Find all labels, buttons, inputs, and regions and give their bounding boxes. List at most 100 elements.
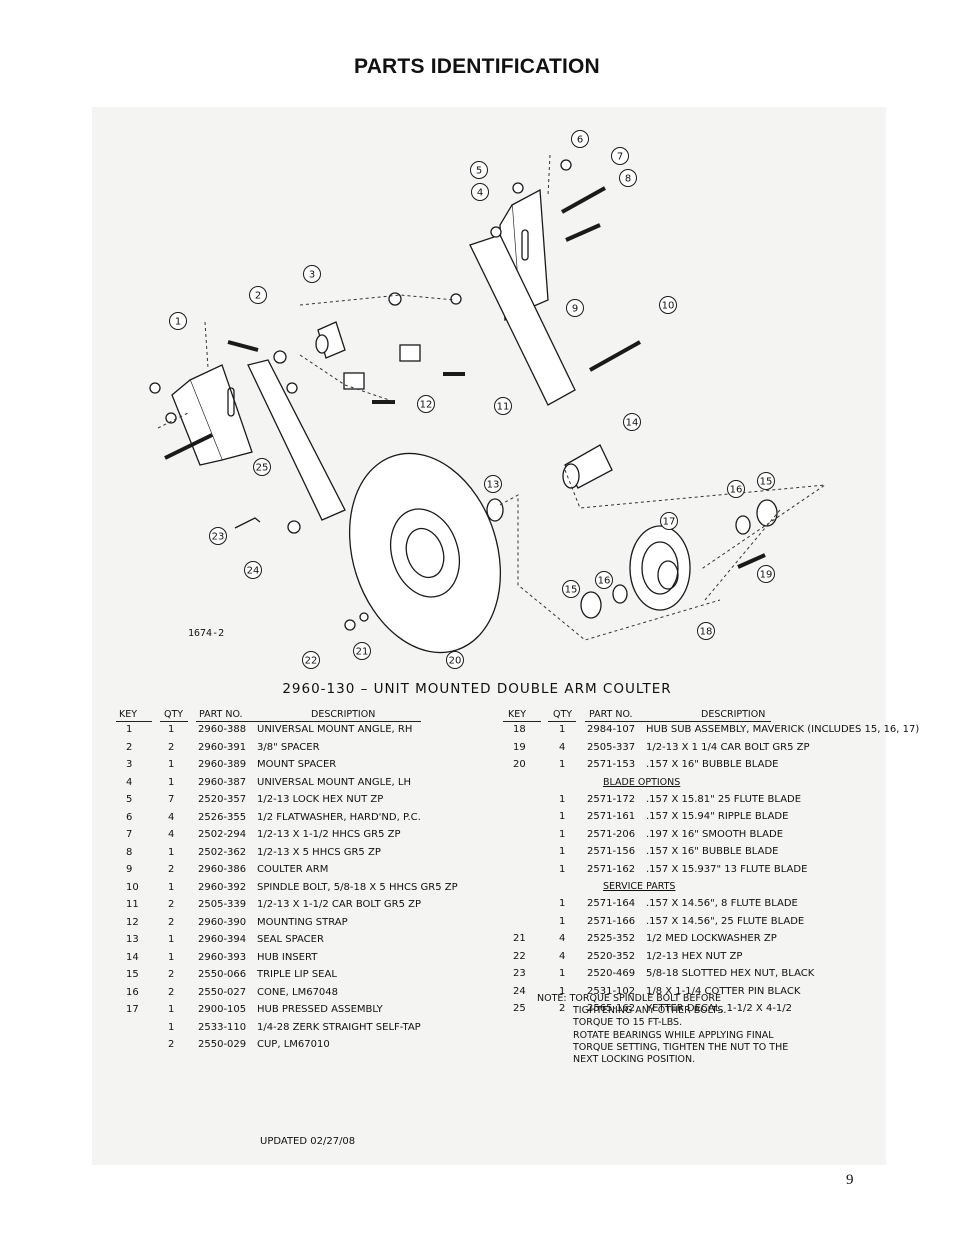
part-qty: 1 [168, 1021, 175, 1033]
part-key: 19 [513, 741, 526, 753]
callout-number: 5 [476, 166, 482, 177]
part-qty: 2 [168, 899, 175, 910]
part-description: 1/2-13 X 1-1/2 CAR BOLT GR5 ZP [257, 899, 421, 910]
part-description: 1/2-13 HEX NUT ZP [646, 950, 743, 962]
part-description: SPINDLE BOLT, 5/8-18 X 5 HHCS GR5 ZP [257, 881, 458, 893]
callout-number: 12 [420, 400, 433, 411]
part-description: 1/4-28 ZERK STRAIGHT SELF-TAP [257, 1021, 421, 1033]
part-qty: 1 [559, 828, 566, 840]
part-qty: 4 [559, 741, 566, 753]
part-number: 2960-389 [198, 759, 247, 770]
part-qty: 4 [559, 950, 566, 962]
part-number: 2571-162 [587, 863, 636, 875]
part-qty: 1 [168, 881, 175, 893]
callout-balloon [249, 286, 267, 304]
part-number: 2960-392 [198, 881, 247, 893]
part-number: 2520-357 [198, 794, 247, 805]
callout-number: 17 [663, 517, 676, 528]
updated-date: UPDATED 02/27/08 [260, 1136, 356, 1147]
part-number: 2550-029 [198, 1039, 247, 1050]
part-description: CONE, LM67048 [257, 986, 339, 998]
part-description: .157 X 16" BUBBLE BLADE [646, 846, 779, 857]
part-number: 2960-387 [198, 776, 247, 788]
callout-balloon [303, 265, 321, 283]
part-description: 1/2 MED LOCKWASHER ZP [646, 933, 777, 944]
header-qty: QTY [164, 709, 184, 720]
part-qty: 1 [559, 863, 566, 875]
part-number: 2550-066 [198, 969, 247, 980]
part-key: 22 [513, 950, 526, 962]
part-description: .157 X 16" BUBBLE BLADE [646, 759, 779, 770]
part-number: 2531-102 [587, 985, 636, 997]
part-qty: 2 [168, 864, 175, 875]
part-number: 2526-355 [198, 811, 247, 823]
part-description: 1/2-13 X 5 HHCS GR5 ZP [257, 846, 381, 858]
callout-number: 21 [356, 647, 369, 658]
part-key: 6 [126, 811, 133, 823]
part-qty: 1 [559, 968, 566, 979]
part-description: .157 X 15.94" RIPPLE BLADE [646, 811, 789, 822]
part-description: .157 X 15.81" 25 FLUTE BLADE [646, 793, 802, 805]
callout-balloon [566, 299, 584, 317]
callout-balloon [660, 512, 678, 530]
part-number: 2505-339 [198, 899, 247, 910]
callout-balloon [244, 561, 262, 579]
header-qty: QTY [553, 709, 573, 720]
part-number: 2520-352 [587, 950, 636, 962]
part-qty: 2 [168, 986, 175, 998]
callout-number: 6 [577, 135, 583, 146]
part-qty: 1 [559, 811, 566, 822]
part-qty: 7 [168, 794, 175, 805]
part-number: 2550-027 [198, 986, 247, 998]
part-number: 2520-469 [587, 968, 636, 979]
note-line: NOTE: TORQUE SPINDLE BOLT BEFORE [537, 993, 721, 1004]
part-number: 2571-206 [587, 828, 636, 840]
callout-number: 25 [256, 463, 269, 474]
part-number: 2571-172 [587, 793, 636, 805]
part-key: 13 [126, 934, 139, 945]
section-label: SERVICE PARTS [603, 881, 676, 892]
callout-number: 8 [625, 174, 631, 185]
part-qty: 1 [168, 776, 175, 788]
part-number: 2571-161 [587, 811, 636, 822]
callout-number: 18 [700, 627, 713, 638]
part-key: 23 [513, 968, 526, 979]
callout-balloon [757, 565, 775, 583]
part-key: 20 [513, 759, 526, 770]
callout-number: 15 [565, 585, 578, 596]
callout-number: 22 [305, 656, 318, 667]
part-qty: 1 [559, 724, 566, 735]
figure-code: 1674-2 [188, 628, 225, 639]
part-description: SEAL SPACER [257, 934, 324, 945]
callout-balloon [302, 651, 320, 669]
header-desc: DESCRIPTION [311, 709, 376, 720]
part-number: 2960-391 [198, 741, 247, 753]
callout-number: 19 [760, 570, 773, 581]
part-description: 5/8-18 SLOTTED HEX NUT, BLACK [646, 968, 815, 979]
callout-balloon [353, 642, 371, 660]
callout-number: 20 [449, 656, 462, 667]
callout-number: 14 [626, 418, 639, 429]
part-description: COULTER ARM [257, 864, 329, 875]
callout-number: 3 [309, 270, 315, 281]
part-number: 2960-390 [198, 916, 247, 928]
callout-number: 15 [760, 477, 773, 488]
part-qty: 1 [168, 1004, 175, 1015]
